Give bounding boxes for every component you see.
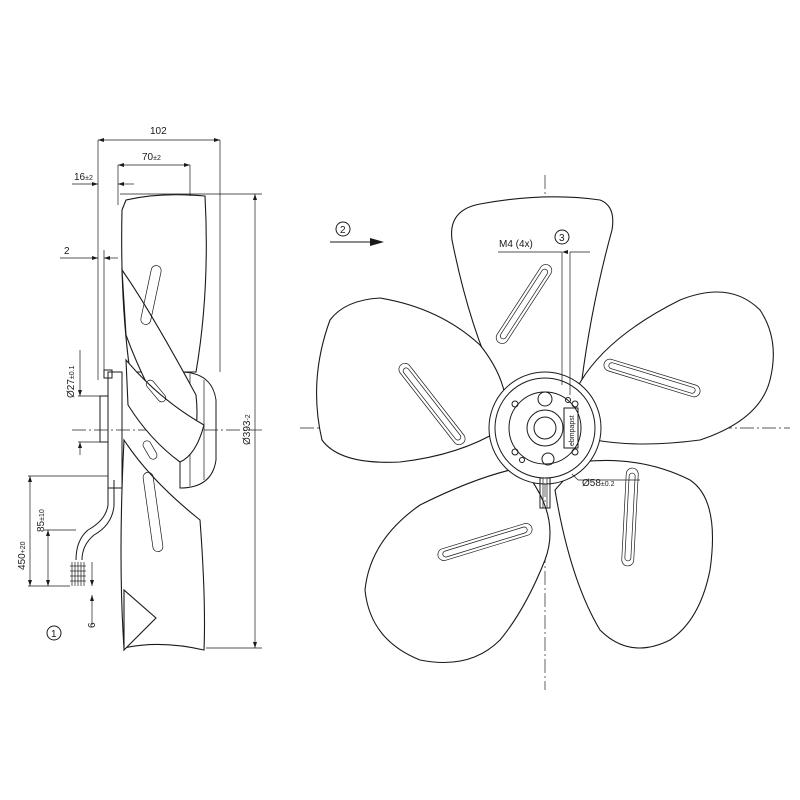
dim-overall-length: 102 [150, 126, 167, 137]
dim-shaft-diameter: Ø27±0.1 [66, 365, 77, 398]
m4-hole [511, 400, 519, 408]
m4-hole [571, 448, 579, 456]
callout-1 [46, 625, 62, 641]
dim-cable-length: 450+20 [17, 541, 28, 570]
fan-blade-left [316, 297, 506, 463]
shaft-stub [99, 395, 109, 443]
front-view: ebmpapst 2 M4 (4x) 3 Ø58±0.2 [300, 175, 790, 690]
cable [75, 480, 109, 561]
dim-cable-strip: 85±10 [36, 509, 47, 532]
svg-text:2: 2 [340, 225, 346, 236]
side-blade-mid-twist [125, 358, 205, 463]
fan-blade-bottom-left [364, 469, 551, 663]
hub-diameter: Ø58±0.2 [582, 478, 615, 489]
side-view: 102 70±2 16±2 2 Ø27±0.1 450+20 [17, 126, 262, 652]
fan-blade-bottom-right [554, 459, 714, 649]
fan-blade-top [451, 196, 614, 396]
hub-brand-label: ebmpapst [569, 415, 576, 446]
hub: ebmpapst [488, 371, 602, 509]
wire-ends [70, 562, 86, 586]
m4-hole [511, 448, 519, 456]
fan-blade-right [574, 291, 774, 445]
dim-gap: 2 [64, 246, 70, 257]
dim-wire-end: 6 [87, 622, 98, 628]
svg-text:1: 1 [51, 629, 57, 640]
callout-3 [554, 229, 570, 245]
motor-rotor [179, 371, 217, 489]
svg-text:3: 3 [559, 233, 565, 244]
callout-2 [335, 221, 351, 237]
thread-label: M4 (4x) [499, 239, 533, 250]
dim-fan-diameter: Ø393-2 [242, 414, 253, 445]
m4-hole [571, 400, 579, 408]
dim-front-offset: 16±2 [74, 172, 93, 183]
dim-blade-depth: 70±2 [142, 152, 161, 163]
cable-exit [539, 477, 551, 509]
